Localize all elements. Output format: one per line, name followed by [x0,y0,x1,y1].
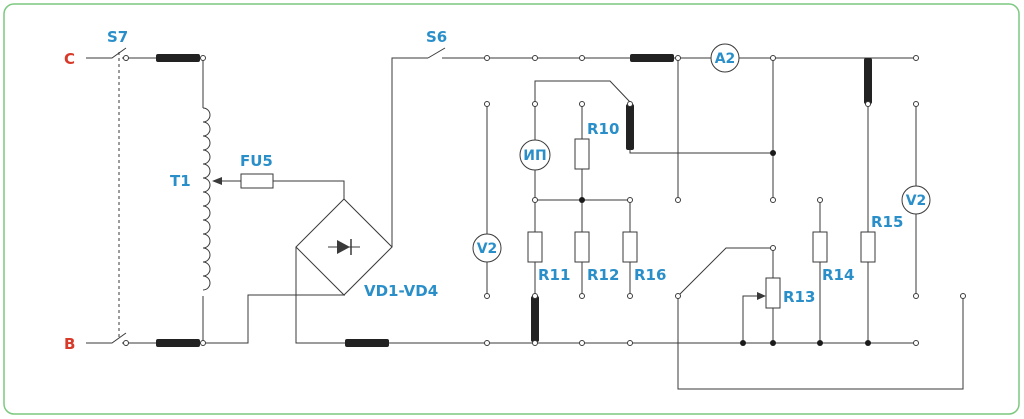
inductor-vertical [626,104,634,150]
inductor-vertical-wire [629,150,773,154]
label-s6: S6 [426,28,447,46]
wire-b [86,332,127,344]
voltmeter-v2-right [901,185,931,215]
wire-c [86,47,127,59]
label-r14: R14 [822,266,854,284]
label-r13: R13 [783,288,815,306]
diode-icon [328,239,360,255]
rectifier-bridge [295,198,393,296]
terminals [123,55,966,346]
label-r11: R11 [538,266,570,284]
label-s7: S7 [107,28,128,46]
resistor-r15 [860,231,876,263]
ammeter-a2-label: A2 [715,51,736,67]
fuse-fu5 [240,173,274,189]
transformer-winding [202,107,211,291]
tap-arrow-icon [212,177,222,185]
switch-s6 [427,47,446,59]
r13-wiper-arrow-icon [757,292,766,300]
device-ip [519,139,551,171]
label-rectifier: VD1-VD4 [364,282,438,300]
label-t1: T1 [170,172,191,190]
inductor-r15 [864,58,872,104]
tap-wire [273,180,345,199]
resistor-r16 [622,231,638,263]
resistor-r14 [812,231,828,263]
inductor-bottom [156,339,200,347]
voltmeter-v2-left-label: V2 [477,241,498,257]
bridge-out-plus [391,57,428,247]
voltmeter-v2-left [472,233,502,263]
label-r10: R10 [587,120,619,138]
label-r16: R16 [634,266,666,284]
voltmeter-v2-right-label: V2 [906,193,927,209]
inductor-top [156,54,200,62]
label-terminal-c: C [64,50,75,68]
device-ip-label: ИП [523,148,546,164]
label-r15: R15 [871,213,903,231]
inductor-bus [345,339,389,347]
bridge-out-minus [295,247,345,344]
junctions [579,150,871,346]
label-r12: R12 [587,266,619,284]
resistor-r13 [765,277,781,309]
resistor-r11 [527,231,543,263]
resistor-r12 [574,231,590,263]
r13-switch-2 [677,296,964,390]
label-terminal-b: B [64,335,75,353]
label-fu5: FU5 [240,152,273,170]
ip-wire [534,80,631,104]
r13-switch [677,247,773,297]
diagram-frame [3,3,1020,415]
resistor-r10 [574,138,590,170]
inductor-r11-bottom [531,296,539,342]
inductor-top-bus [630,54,674,62]
r13-wiper [742,295,760,343]
